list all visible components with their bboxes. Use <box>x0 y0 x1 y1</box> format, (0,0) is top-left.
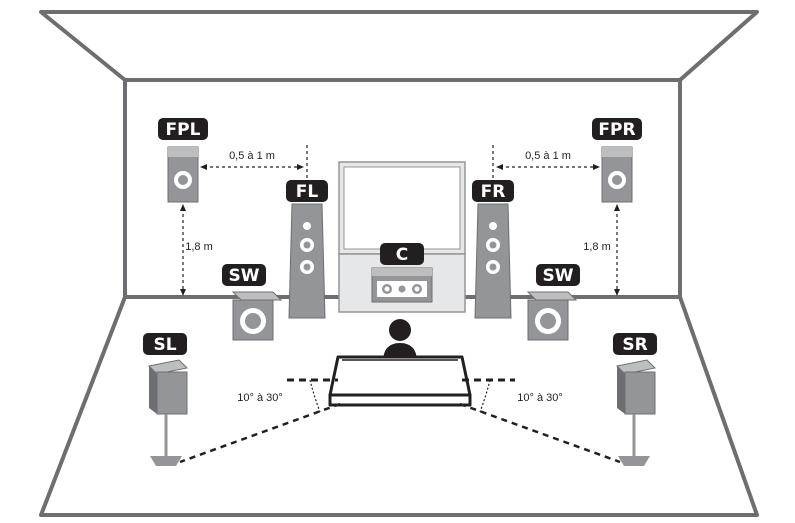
c-label: C <box>380 243 424 265</box>
sw-left-label: SW <box>222 264 266 286</box>
sr-label-text: SR <box>622 335 647 355</box>
sw-left-speaker <box>231 291 283 341</box>
fr-label-text: FR <box>481 182 506 202</box>
sw-right-label: SW <box>536 264 580 286</box>
angle-left-label: 10° à 30° <box>237 392 283 404</box>
fr-label: FR <box>472 180 514 202</box>
distance-left-label: 0,5 à 1 m <box>229 150 275 162</box>
left-angle-arc <box>309 379 321 413</box>
sofa <box>328 355 472 407</box>
height-right-label: 1,8 m <box>583 241 611 253</box>
sl-label: SL <box>143 333 187 355</box>
sw-left-label-text: SW <box>229 266 260 286</box>
right-angle-arc <box>479 379 491 413</box>
right-surround-line <box>459 402 621 464</box>
height-left-label: 1,8 m <box>185 241 213 253</box>
fl-label-text: FL <box>296 182 319 202</box>
sw-right-speaker <box>526 291 578 341</box>
sw-right-label-text: SW <box>543 266 574 286</box>
tv-screen <box>343 166 461 250</box>
fpl-speaker <box>167 146 199 203</box>
fl-speaker <box>288 203 326 319</box>
room-outer-frame <box>39 10 759 82</box>
fpl-label-text: FPL <box>166 120 201 140</box>
sl-label-text: SL <box>153 335 176 355</box>
sr-speaker <box>615 359 657 466</box>
c-speaker <box>371 267 433 303</box>
left-surround-line <box>179 402 341 464</box>
fpl-label: FPL <box>158 118 208 140</box>
fpr-speaker <box>601 146 633 203</box>
fpr-label: FPR <box>592 118 642 140</box>
angle-right-label: 10° à 30° <box>517 392 563 404</box>
sr-label: SR <box>613 333 657 355</box>
fpr-label-text: FPR <box>598 120 635 140</box>
fl-label: FL <box>286 180 328 202</box>
fr-speaker <box>474 203 512 319</box>
distance-right-label: 0,5 à 1 m <box>525 150 571 162</box>
c-label-text: C <box>396 245 408 265</box>
sl-speaker <box>147 359 189 466</box>
